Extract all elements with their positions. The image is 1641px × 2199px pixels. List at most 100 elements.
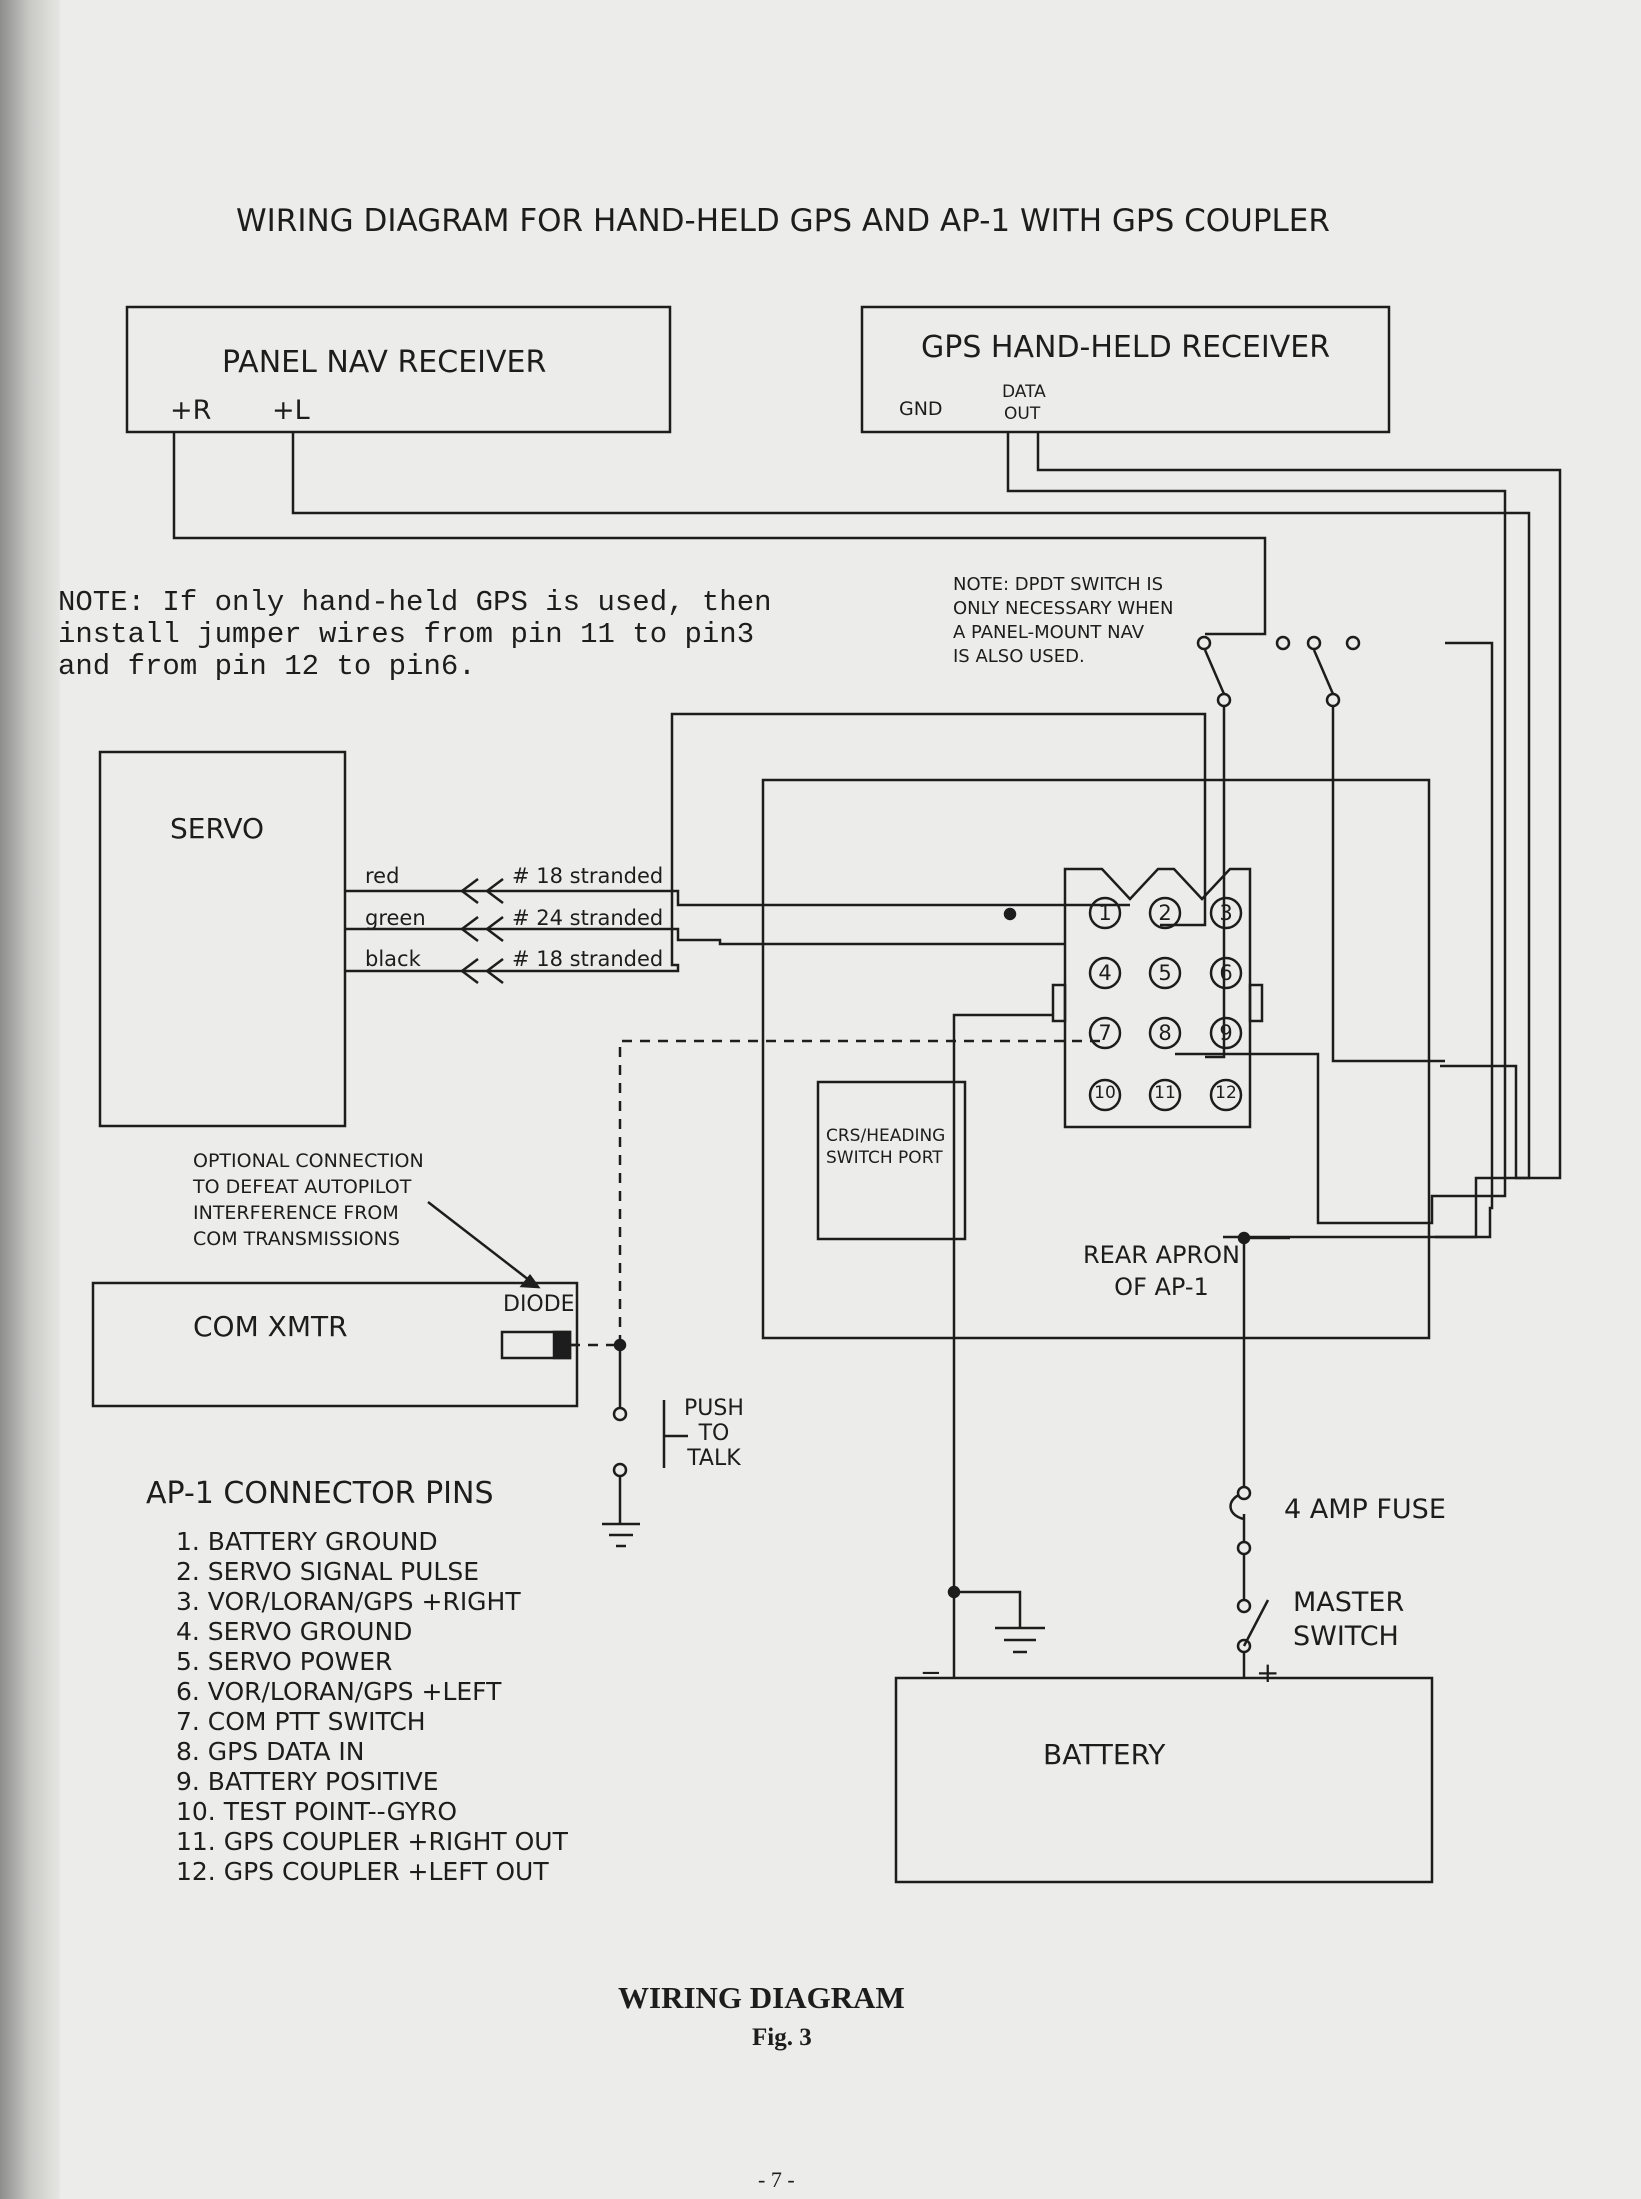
servo-wire-arrow <box>484 916 504 942</box>
connector-pin-number: 5 <box>1158 961 1172 985</box>
panel-nav-label: PANEL NAV RECEIVER <box>222 345 547 380</box>
pin-list-item: 11. GPS COUPLER +RIGHT OUT <box>176 1827 568 1856</box>
connector-pin-number: 1 <box>1098 901 1112 925</box>
connector-pin-number: 8 <box>1158 1021 1172 1045</box>
fuse-label: 4 AMP FUSE <box>1284 1494 1446 1525</box>
wire-switch-b <box>1331 700 1445 1063</box>
connector-body <box>1063 867 1252 1129</box>
connector-key-right <box>1248 983 1264 1023</box>
connector-pin-circle <box>1209 956 1243 990</box>
rear-apron-box <box>761 778 1431 1340</box>
gps-receiver-box <box>860 305 1391 434</box>
connector-pin-circle <box>1148 1078 1182 1112</box>
wire-nav-left <box>291 432 1531 1239</box>
wire-ground-tap <box>954 1590 1022 1628</box>
wire-battery-negative <box>952 1013 1054 1678</box>
wire-gps-gnd <box>1036 432 1562 1180</box>
servo-gauge-green: # 24 stranded <box>512 906 664 930</box>
panel-nav-box <box>125 305 672 434</box>
pin-list-item: 8. GPS DATA IN <box>176 1737 365 1766</box>
connector-pin-circle <box>1148 1016 1182 1050</box>
dpdt-note: NOTE: DPDT SWITCH IS ONLY NECESSARY WHEN… <box>953 574 1174 667</box>
battery-minus: − <box>920 1658 942 1688</box>
wire-gps-data <box>1006 432 1507 1225</box>
servo-wire-arrow <box>459 958 479 984</box>
connector-pin-number: 6 <box>1219 961 1233 985</box>
pin-list-item: 5. SERVO POWER <box>176 1647 393 1676</box>
servo-wire-green: green <box>365 906 426 930</box>
servo-wire-arrow <box>484 958 504 984</box>
servo-wire-arrow <box>459 916 479 942</box>
connector-key-left <box>1051 983 1067 1023</box>
gps-receiver-label: GPS HAND-HELD RECEIVER <box>921 330 1331 365</box>
pin-list-item: 7. COM PTT SWITCH <box>176 1707 426 1736</box>
servo-wire-arrow <box>459 878 479 904</box>
book-spine-shadow <box>0 0 60 2199</box>
panel-nav-pin-r: +R <box>170 395 212 426</box>
servo-gauge-black: # 18 stranded <box>512 947 664 971</box>
battery-box <box>894 1676 1434 1884</box>
connector-pin-number: 9 <box>1219 1021 1233 1045</box>
connector-pin-circle <box>1209 1016 1243 1050</box>
connector-pin-number: 11 <box>1154 1083 1176 1103</box>
rear-apron-label: REAR APRON OF AP-1 <box>1083 1241 1240 1301</box>
com-xmtr-label: COM XMTR <box>193 1310 348 1343</box>
wire-nav-right <box>172 432 1267 636</box>
wire-fuse-top <box>1242 1236 1290 1493</box>
jumper-note: NOTE: If only hand-held GPS is used, the… <box>58 586 772 683</box>
push-to-talk-label: PUSH TO TALK <box>684 1396 744 1471</box>
wire-servo-red <box>345 889 1130 907</box>
wire-optional-arrow <box>427 1201 539 1288</box>
connector-pin-circle <box>1209 896 1243 930</box>
servo-wire-red: red <box>365 864 400 888</box>
wire-servo-black <box>345 712 1207 973</box>
wire-switch-a <box>1205 700 1226 1059</box>
connector-pin-number: 3 <box>1219 901 1233 925</box>
connector-pin-circle <box>1088 956 1122 990</box>
connector-pin-number: 7 <box>1098 1021 1112 1045</box>
diode-label: DIODE <box>503 1292 575 1317</box>
connector-pin-number: 4 <box>1098 961 1112 985</box>
connector-pin-number: 12 <box>1215 1083 1237 1103</box>
servo-label: SERVO <box>170 812 265 845</box>
battery-label: BATTERY <box>1043 1738 1166 1771</box>
connector-pin-number: 10 <box>1094 1083 1116 1103</box>
servo-wire-arrow <box>484 878 504 904</box>
connector-pin-circle <box>1148 956 1182 990</box>
gps-data-label: DATA <box>1002 382 1046 402</box>
pin-list-item: 2. SERVO SIGNAL PULSE <box>176 1557 480 1586</box>
pin-list-item: 12. GPS COUPLER +LEFT OUT <box>176 1857 549 1886</box>
wire-switch-c <box>1435 641 1494 1239</box>
crs-port-label: CRS/HEADING SWITCH PORT <box>826 1126 946 1168</box>
connector-pin-circle <box>1148 896 1182 930</box>
gps-gnd-label: GND <box>899 398 943 420</box>
caption-figure: Fig. 3 <box>752 2024 812 2051</box>
wire-servo-green <box>345 927 1065 946</box>
dpdt-switch <box>1196 635 1361 708</box>
caption-title: WIRING DIAGRAM <box>618 1980 905 2015</box>
pin-list-item: 4. SERVO GROUND <box>176 1617 413 1646</box>
connector-pin-number: 2 <box>1158 901 1172 925</box>
pin-list: 1. BATTERY GROUND 2. SERVO SIGNAL PULSE … <box>176 1527 568 1887</box>
battery-plus: + <box>1256 1656 1280 1689</box>
servo-gauge-red: # 18 stranded <box>512 864 664 888</box>
panel-nav-pin-l: +L <box>272 395 310 426</box>
master-switch-blade <box>1242 1599 1270 1647</box>
pin-list-item: 10. TEST POINT--GYRO <box>176 1797 458 1826</box>
pins-heading: AP-1 CONNECTOR PINS <box>146 1476 494 1511</box>
connector-pin-circle <box>1209 1078 1243 1112</box>
pin-list-item: 3. VOR/LORAN/GPS +RIGHT <box>176 1587 521 1616</box>
connector-pin-circle <box>1088 1078 1122 1112</box>
wire-dashed-ptt <box>618 1039 1105 1345</box>
pin-list-item: 9. BATTERY POSITIVE <box>176 1767 439 1796</box>
servo-box <box>98 750 347 1128</box>
gps-out-label: OUT <box>1004 404 1041 424</box>
crs-port-box <box>816 1080 967 1241</box>
page-title: WIRING DIAGRAM FOR HAND-HELD GPS AND AP-… <box>236 203 1330 239</box>
optional-connection-note: OPTIONAL CONNECTION TO DEFEAT AUTOPILOT … <box>193 1150 424 1250</box>
master-switch-label: MASTER SWITCH <box>1293 1587 1405 1652</box>
pin-list-item: 1. BATTERY GROUND <box>176 1527 438 1556</box>
page-number: - 7 - <box>758 2167 795 2192</box>
